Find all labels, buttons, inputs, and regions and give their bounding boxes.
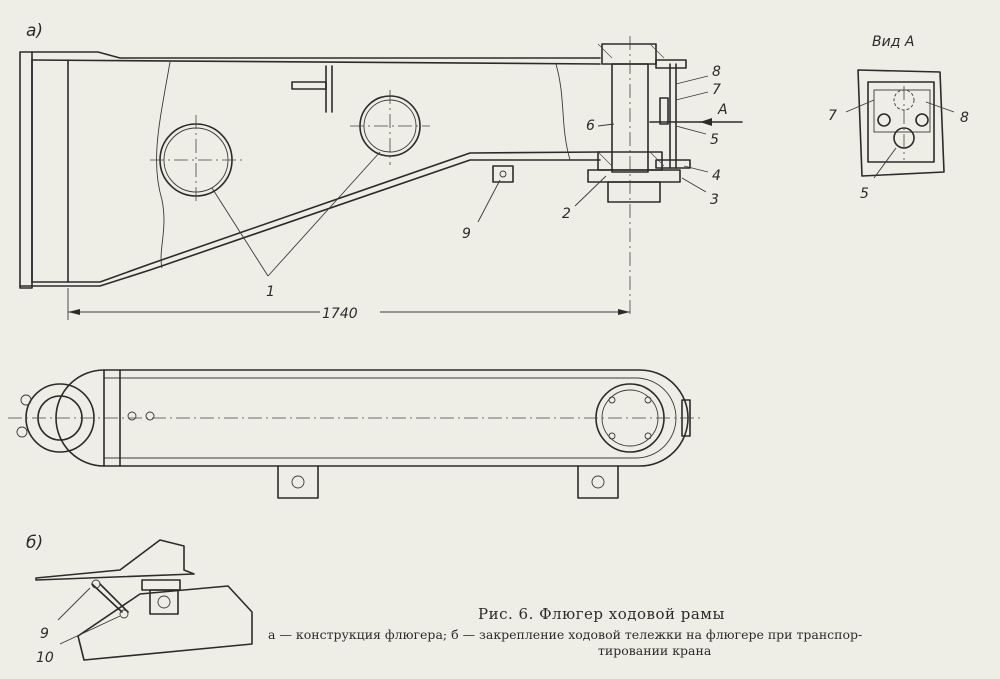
lug-left bbox=[277, 465, 319, 499]
plan-view bbox=[8, 369, 700, 499]
callout-9: 9 bbox=[462, 226, 471, 242]
view-a-outline bbox=[857, 69, 945, 177]
figure-caption: Рис. 6. Флюгер ходовой рамы а — конструк… bbox=[268, 605, 988, 658]
caption-line-1: а — конструкция флюгера; б — закрепление… bbox=[268, 627, 863, 642]
caption-title: Рис. 6. Флюгер ходовой рамы bbox=[478, 605, 725, 623]
side-elevation-view bbox=[19, 36, 743, 320]
top-bracket bbox=[291, 81, 327, 90]
right-pivot-ring bbox=[595, 383, 665, 453]
view-a-callout-8: 8 bbox=[960, 110, 969, 126]
bracket-9 bbox=[492, 165, 514, 183]
inclined-chord bbox=[19, 159, 601, 287]
left-end-plate bbox=[19, 51, 33, 289]
dimension-text: 1740 bbox=[322, 306, 358, 322]
view-a-callout-5: 5 bbox=[860, 186, 869, 202]
break-line-left bbox=[156, 61, 171, 269]
plan-outline bbox=[55, 369, 689, 467]
callout-b9: 9 bbox=[40, 626, 49, 642]
callout-1: 1 bbox=[266, 284, 275, 300]
bogie-frame bbox=[77, 585, 253, 661]
callout-10: 10 bbox=[36, 650, 54, 666]
top-chord bbox=[31, 51, 601, 59]
vane-end bbox=[35, 539, 195, 581]
label-view-b: б) bbox=[26, 533, 43, 553]
break-line-right bbox=[555, 63, 571, 161]
callout-5: 5 bbox=[710, 132, 719, 148]
callout-8: 8 bbox=[712, 64, 721, 80]
label-arrow-a: А bbox=[717, 102, 728, 118]
caption-line-2: тировании крана bbox=[598, 643, 712, 658]
label-view-arrow-title: Вид А bbox=[872, 34, 914, 50]
pivot-assembly bbox=[587, 36, 701, 318]
callout-2: 2 bbox=[562, 206, 571, 222]
view-b-transport bbox=[35, 539, 253, 661]
lug-right bbox=[577, 465, 619, 499]
callout-3: 3 bbox=[710, 192, 719, 208]
dimension-1740 bbox=[67, 288, 630, 320]
view-a-detail bbox=[845, 69, 955, 179]
callout-7: 7 bbox=[712, 82, 721, 98]
callout-6: 6 bbox=[586, 118, 595, 134]
callout-4: 4 bbox=[712, 168, 721, 184]
label-view-a: a) bbox=[26, 21, 43, 41]
view-a-callout-7: 7 bbox=[828, 108, 837, 124]
